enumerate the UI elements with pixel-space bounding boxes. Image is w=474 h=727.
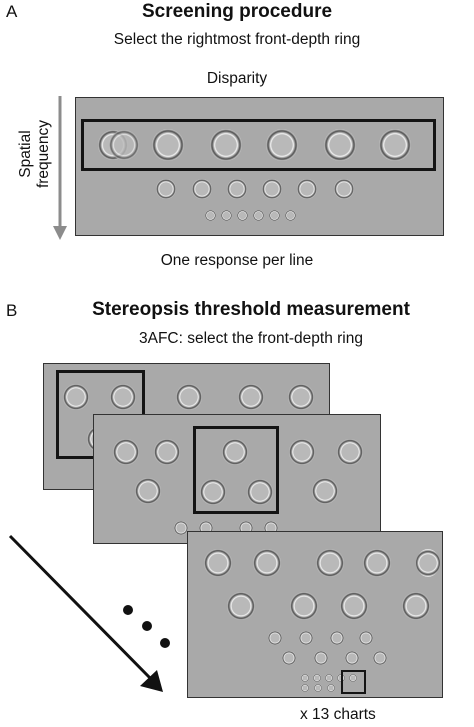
selection-box [81,119,436,171]
ring [325,674,333,682]
ring [373,651,387,665]
ellipsis-dot [123,605,133,615]
ring [113,439,139,465]
ring [324,129,356,161]
ring [297,179,317,199]
ring [262,179,282,199]
ring [282,651,296,665]
ring [269,210,280,221]
ring [237,210,248,221]
selection-box [193,426,279,514]
disparity-axis-label: Disparity [206,70,268,87]
ring [316,549,344,577]
ring [379,129,411,161]
ring [266,129,298,161]
ring [253,549,281,577]
ring [349,674,357,682]
ring [192,179,212,199]
ring [314,651,328,665]
ring [285,210,296,221]
ring [312,478,338,504]
ring [402,592,430,620]
ring [176,384,202,410]
ring [313,674,321,682]
ring [290,592,318,620]
panel-a-title: Screening procedure [141,1,333,22]
panel-b-title: Stereopsis threshold measurement [92,299,410,320]
panel-b-subtitle: 3AFC: select the front-depth ring [138,330,363,347]
ring [363,549,391,577]
ellipsis-dot [160,638,170,648]
ring [247,479,273,505]
ring [268,631,282,645]
ring [227,592,255,620]
ring [359,631,373,645]
ring [110,384,136,410]
ring [330,631,344,645]
ring [227,179,247,199]
ring [109,130,139,160]
threshold-chart-3 [187,531,443,698]
ring [253,210,264,221]
ring [152,129,184,161]
ring [337,439,363,465]
ring [200,479,226,505]
panel-a-letter: A [6,2,18,21]
ellipsis-dot [142,621,152,631]
ring [289,439,315,465]
panel-b-letter: B [6,301,18,320]
ring [205,210,216,221]
ring [301,674,309,682]
ring [174,521,188,535]
ring [156,179,176,199]
ring [345,651,359,665]
panel-b-footer: x 13 charts [300,706,376,723]
ring [301,684,309,692]
ring [416,549,440,577]
ring [135,478,161,504]
screening-chart [75,97,444,236]
ring [210,129,242,161]
ring [327,684,335,692]
ring [204,549,232,577]
ring [334,179,354,199]
ring [154,439,180,465]
ring [340,592,368,620]
ring [288,384,314,410]
ring [221,210,232,221]
ring [63,384,89,410]
selection-box [341,670,366,694]
threshold-chart-2 [93,414,381,544]
ring [238,384,264,410]
panel-a-footer: One response per line [160,252,314,269]
panel-a-subtitle: Select the rightmost front-depth ring [113,31,361,48]
ring [299,631,313,645]
ring [222,439,248,465]
ring [314,684,322,692]
